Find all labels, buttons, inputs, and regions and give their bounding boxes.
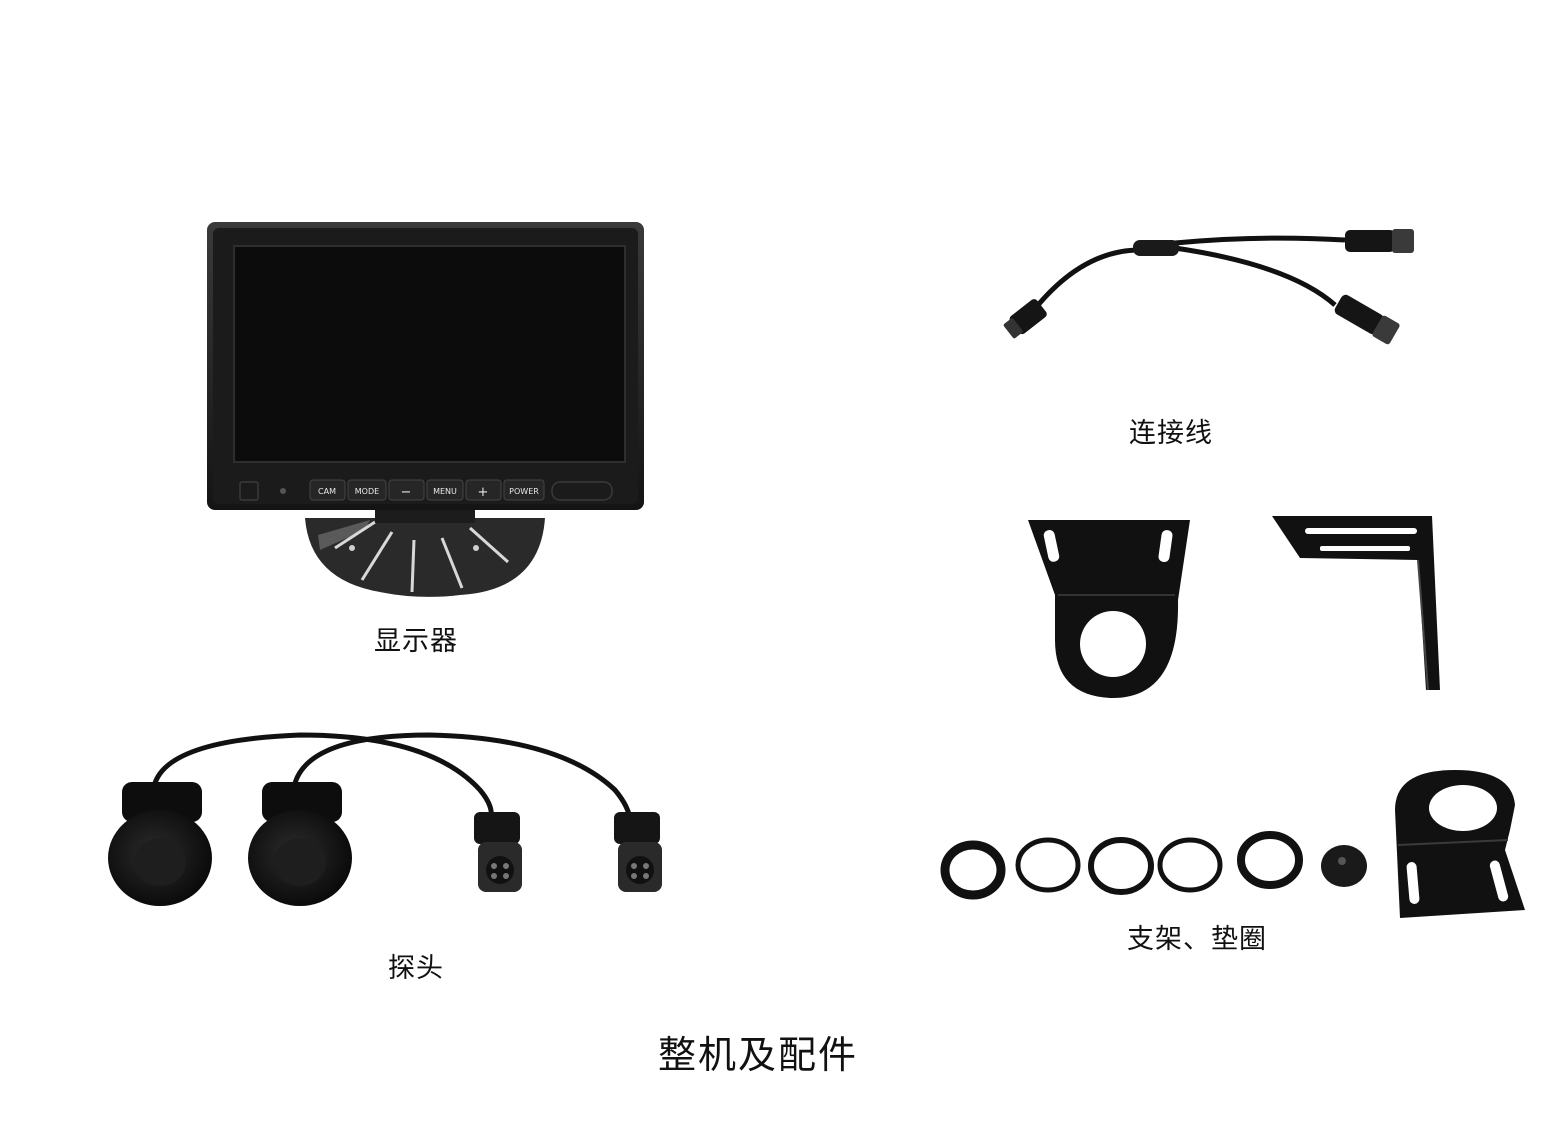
mode-button: MODE	[355, 487, 379, 496]
connection-cable-image	[1003, 229, 1414, 345]
bracket-angled-image	[1395, 770, 1525, 918]
power-button: POWER	[509, 487, 539, 496]
monitor-stand	[305, 505, 545, 597]
gaskets-image	[940, 831, 1367, 900]
cam-button: CAM	[318, 487, 336, 496]
monitor-button-strip: CAM MODE − MENU + POWER	[309, 479, 545, 501]
connection-cable-label: 连接线	[1129, 418, 1213, 449]
minus-button: −	[401, 485, 412, 500]
page-title: 整机及配件	[658, 1033, 859, 1077]
brackets-gaskets-label: 支架、垫圈	[1127, 924, 1267, 955]
bracket-u-image	[1028, 520, 1190, 699]
probes-label: 探头	[388, 953, 444, 984]
monitor-label: 显示器	[374, 626, 458, 657]
probes-image	[108, 732, 662, 906]
monitor-image: CAM MODE − MENU + POWER	[207, 222, 644, 597]
plus-button: +	[478, 485, 489, 500]
monitor-screen	[233, 245, 626, 463]
menu-button: MENU	[433, 487, 457, 496]
bracket-l-image	[1272, 516, 1440, 691]
